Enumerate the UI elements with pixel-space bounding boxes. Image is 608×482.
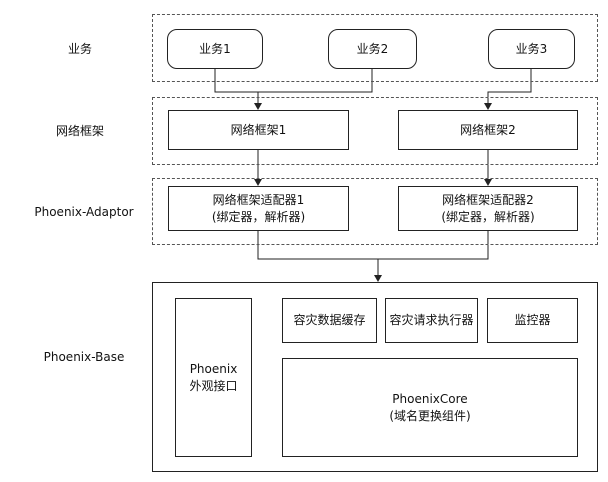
layer-label-business: 业务: [67, 41, 92, 56]
adaptor-layer: [152, 178, 598, 245]
business-box-1: 业务1: [167, 29, 263, 69]
monitor-box: 监控器: [487, 298, 578, 343]
connector-adp1-base: [257, 231, 382, 282]
business-box-3: 业务3: [488, 29, 575, 69]
business-layer: [152, 14, 598, 82]
connector-biz1-fw1: [214, 69, 262, 110]
layer-label-network-framework: 网络框架: [55, 123, 104, 138]
framework-box-1: 网络框架1: [168, 110, 349, 150]
framework-box-2: 网络框架2: [398, 110, 578, 150]
cache-box: 容灾数据缓存: [282, 298, 377, 343]
business-box-2: 业务2: [328, 29, 417, 69]
layer-label-base: Phoenix-Base: [43, 350, 125, 364]
connector-biz3-fw2: [484, 69, 532, 110]
connector-biz2-fw1: [258, 69, 373, 93]
adaptor-box-2: 网络框架适配器2 (绑定器，解析器): [398, 186, 578, 231]
layer-label-adaptor: Phoenix-Adaptor: [34, 205, 134, 219]
adaptor-box-1: 网络框架适配器1 (绑定器，解析器): [168, 186, 349, 231]
connector-adp2-base: [378, 231, 489, 260]
core-box: PhoenixCore (域名更换组件): [282, 358, 578, 457]
facade-box: Phoenix 外观接口: [175, 298, 252, 457]
executor-box: 容灾请求执行器: [385, 298, 478, 343]
network-framework-layer: [152, 97, 598, 165]
